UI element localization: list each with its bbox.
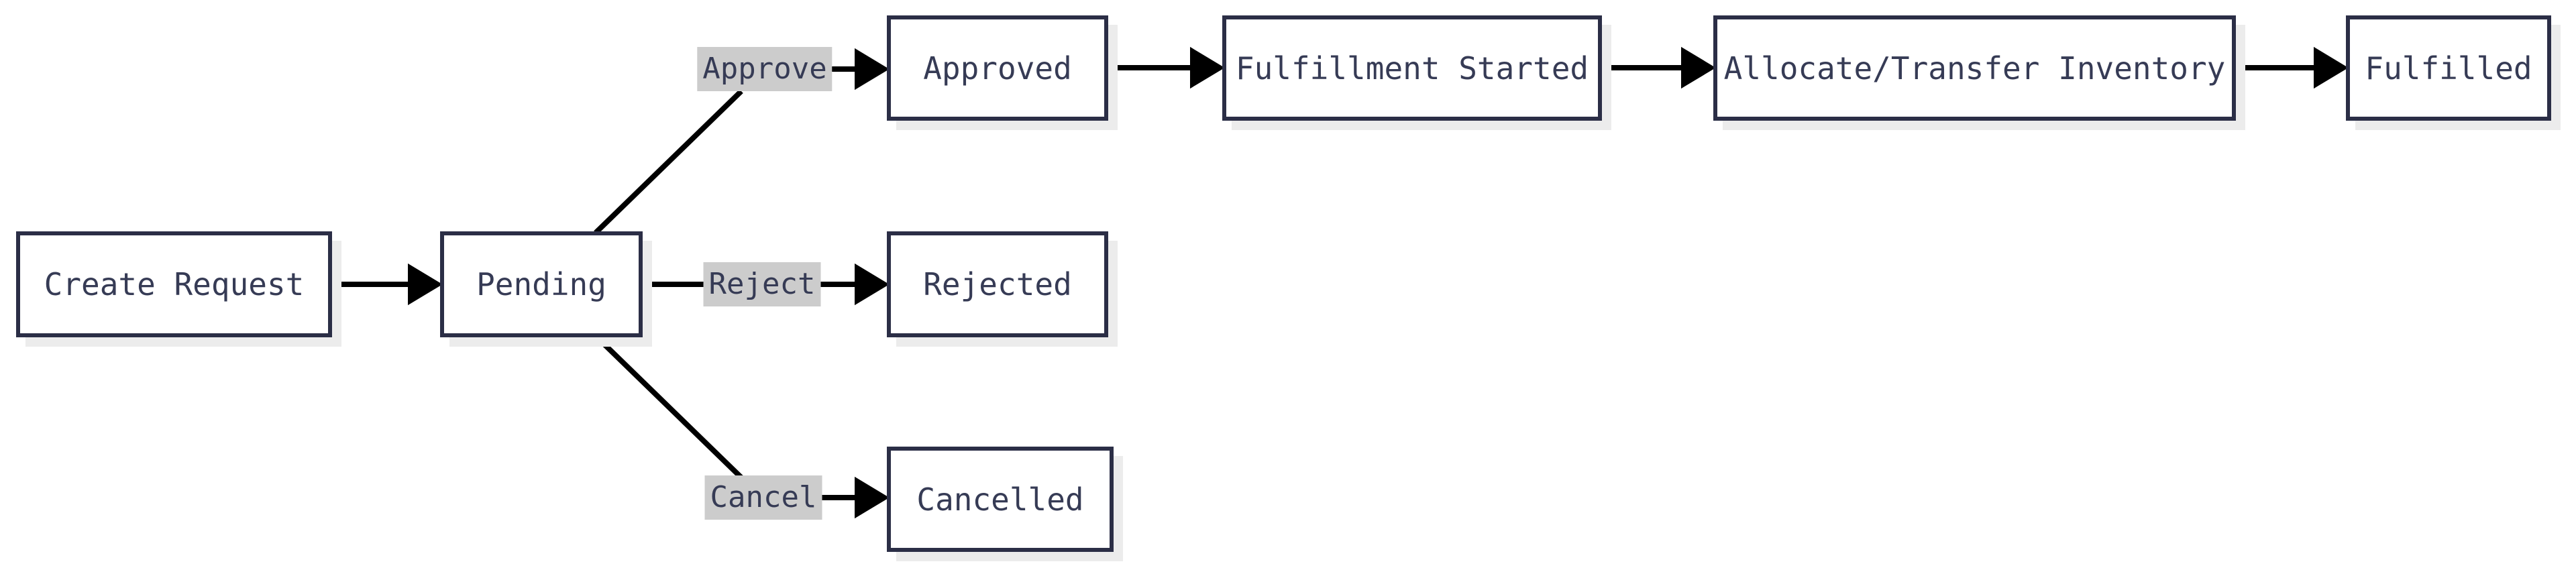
node-allocate-transfer-inventory: Allocate/Transfer Inventory <box>1713 15 2236 121</box>
edge-pending-to-approve-diagonal <box>594 89 743 235</box>
node-cancelled: Cancelled <box>887 447 1114 552</box>
arrowhead-fulfillment-to-allocate <box>1681 46 1716 89</box>
arrowhead-approved-to-fulfillment <box>1190 46 1225 89</box>
edge-label-approve: Approve <box>697 47 833 91</box>
node-pending: Pending <box>440 231 643 337</box>
arrowhead-create-to-pending <box>408 263 443 306</box>
node-fulfillment-started: Fulfillment Started <box>1222 15 1602 121</box>
edge-label-reject: Reject <box>703 262 821 306</box>
node-fulfilled: Fulfilled <box>2346 15 2551 121</box>
node-create-request: Create Request <box>16 231 332 337</box>
arrowhead-cancel-to-cancelled <box>855 476 890 519</box>
node-approved: Approved <box>887 15 1108 121</box>
arrowhead-reject-to-rejected <box>855 263 890 306</box>
node-rejected: Rejected <box>887 231 1108 337</box>
edge-label-cancel: Cancel <box>704 475 822 520</box>
arrowhead-approve-to-approved <box>855 48 890 91</box>
edge-pending-to-cancel-diagonal <box>594 334 745 481</box>
arrowhead-allocate-to-fulfilled <box>2314 46 2349 89</box>
